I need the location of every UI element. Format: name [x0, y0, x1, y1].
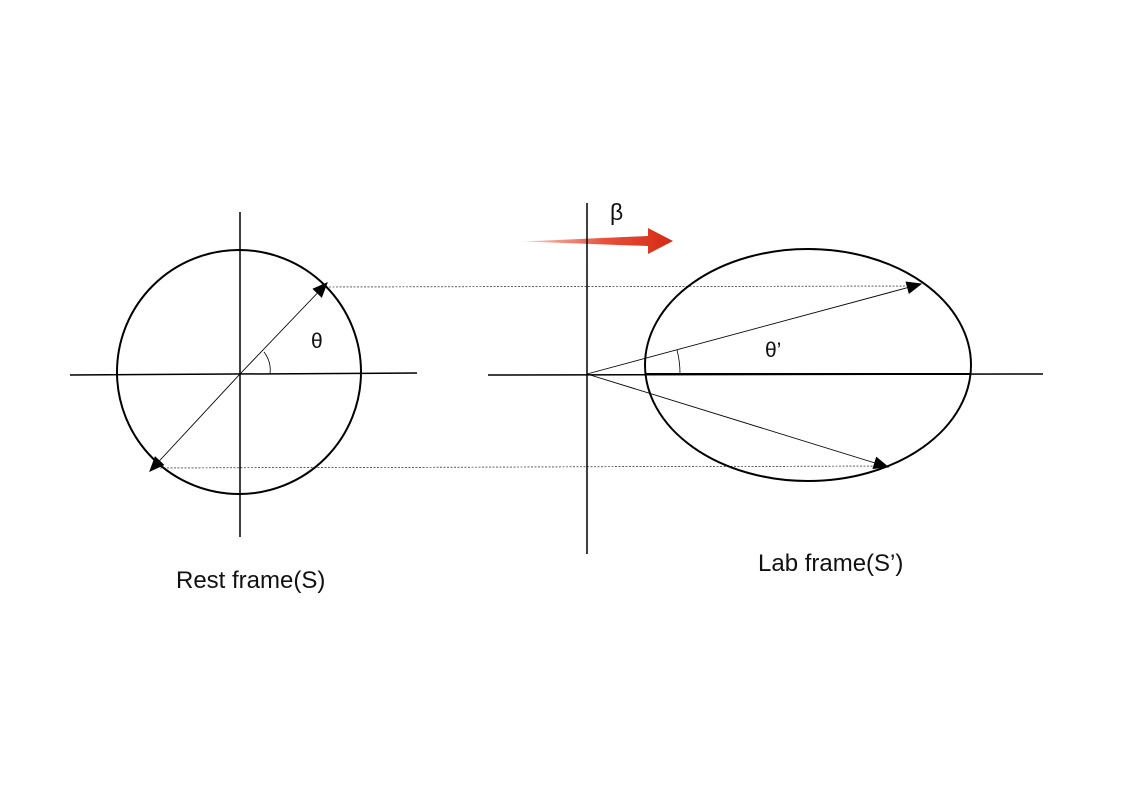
beta-label: β — [610, 199, 623, 225]
rest-frame-angle-label: θ — [311, 330, 323, 353]
lab-frame-angle-label: θ’ — [765, 339, 781, 362]
projection-guides — [159, 285, 913, 469]
rest-frame-angle-arc — [263, 351, 271, 375]
lab-frame-angle-arc — [676, 349, 681, 375]
lab-frame-ellipse — [644, 248, 972, 482]
rest-frame-emission-arrow-down — [149, 373, 241, 472]
lower-projection-line — [159, 465, 881, 469]
lab-frame-emission-arrow-down — [586, 373, 890, 469]
rest-frame-emission-arrow-up — [239, 282, 328, 375]
rest-frame-x-axis — [69, 372, 418, 376]
lab-frame-emission-arrow-up — [586, 281, 923, 375]
rest-frame-circle — [116, 249, 362, 495]
lab-frame-caption: Lab frame(S’) — [758, 550, 903, 577]
rest-frame-caption: Rest frame(S) — [176, 567, 325, 594]
boost-indicator: β — [523, 199, 673, 254]
rest-frame-panel: θ Rest frame(S) — [69, 212, 418, 594]
lab-frame-panel: θ’ Lab frame(S’) — [487, 203, 1044, 577]
boost-arrow — [523, 228, 673, 254]
upper-projection-line — [328, 285, 913, 288]
